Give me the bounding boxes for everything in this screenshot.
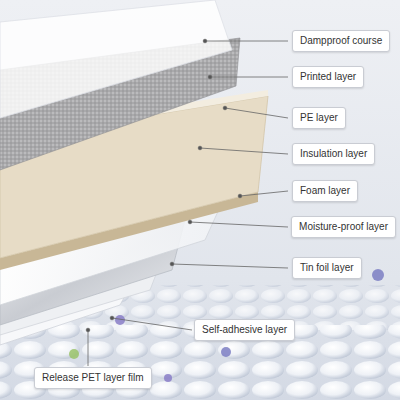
layer-name: Foam layer: [300, 185, 350, 197]
layer-name: Release PET layer film: [42, 372, 144, 384]
layer-name: Self-adhesive layer: [202, 324, 287, 336]
layer-label-box: Dampproof course: [292, 30, 390, 52]
layer-name: Dampproof course: [300, 35, 382, 47]
layer-label-box: Self-adhesive layer: [194, 319, 295, 341]
layer-name: PE layer: [300, 112, 338, 124]
layer-name: Insulation layer: [300, 148, 367, 160]
layer-label-box: Insulation layer: [292, 143, 375, 165]
layer-label-box: PE layer: [292, 107, 346, 129]
layer-name: Moisture-proof layer: [299, 221, 388, 233]
layer-label-box: Moisture-proof layer: [291, 216, 396, 238]
layer-label-box: Tin foil layer: [292, 257, 362, 279]
layer-name: Printed layer: [300, 71, 356, 83]
layer-name: Tin foil layer: [300, 262, 354, 274]
layer-label-box: Printed layer: [292, 66, 364, 88]
layer-label-box: Release PET layer film: [34, 367, 152, 389]
layer-label-box: Foam layer: [292, 180, 358, 202]
